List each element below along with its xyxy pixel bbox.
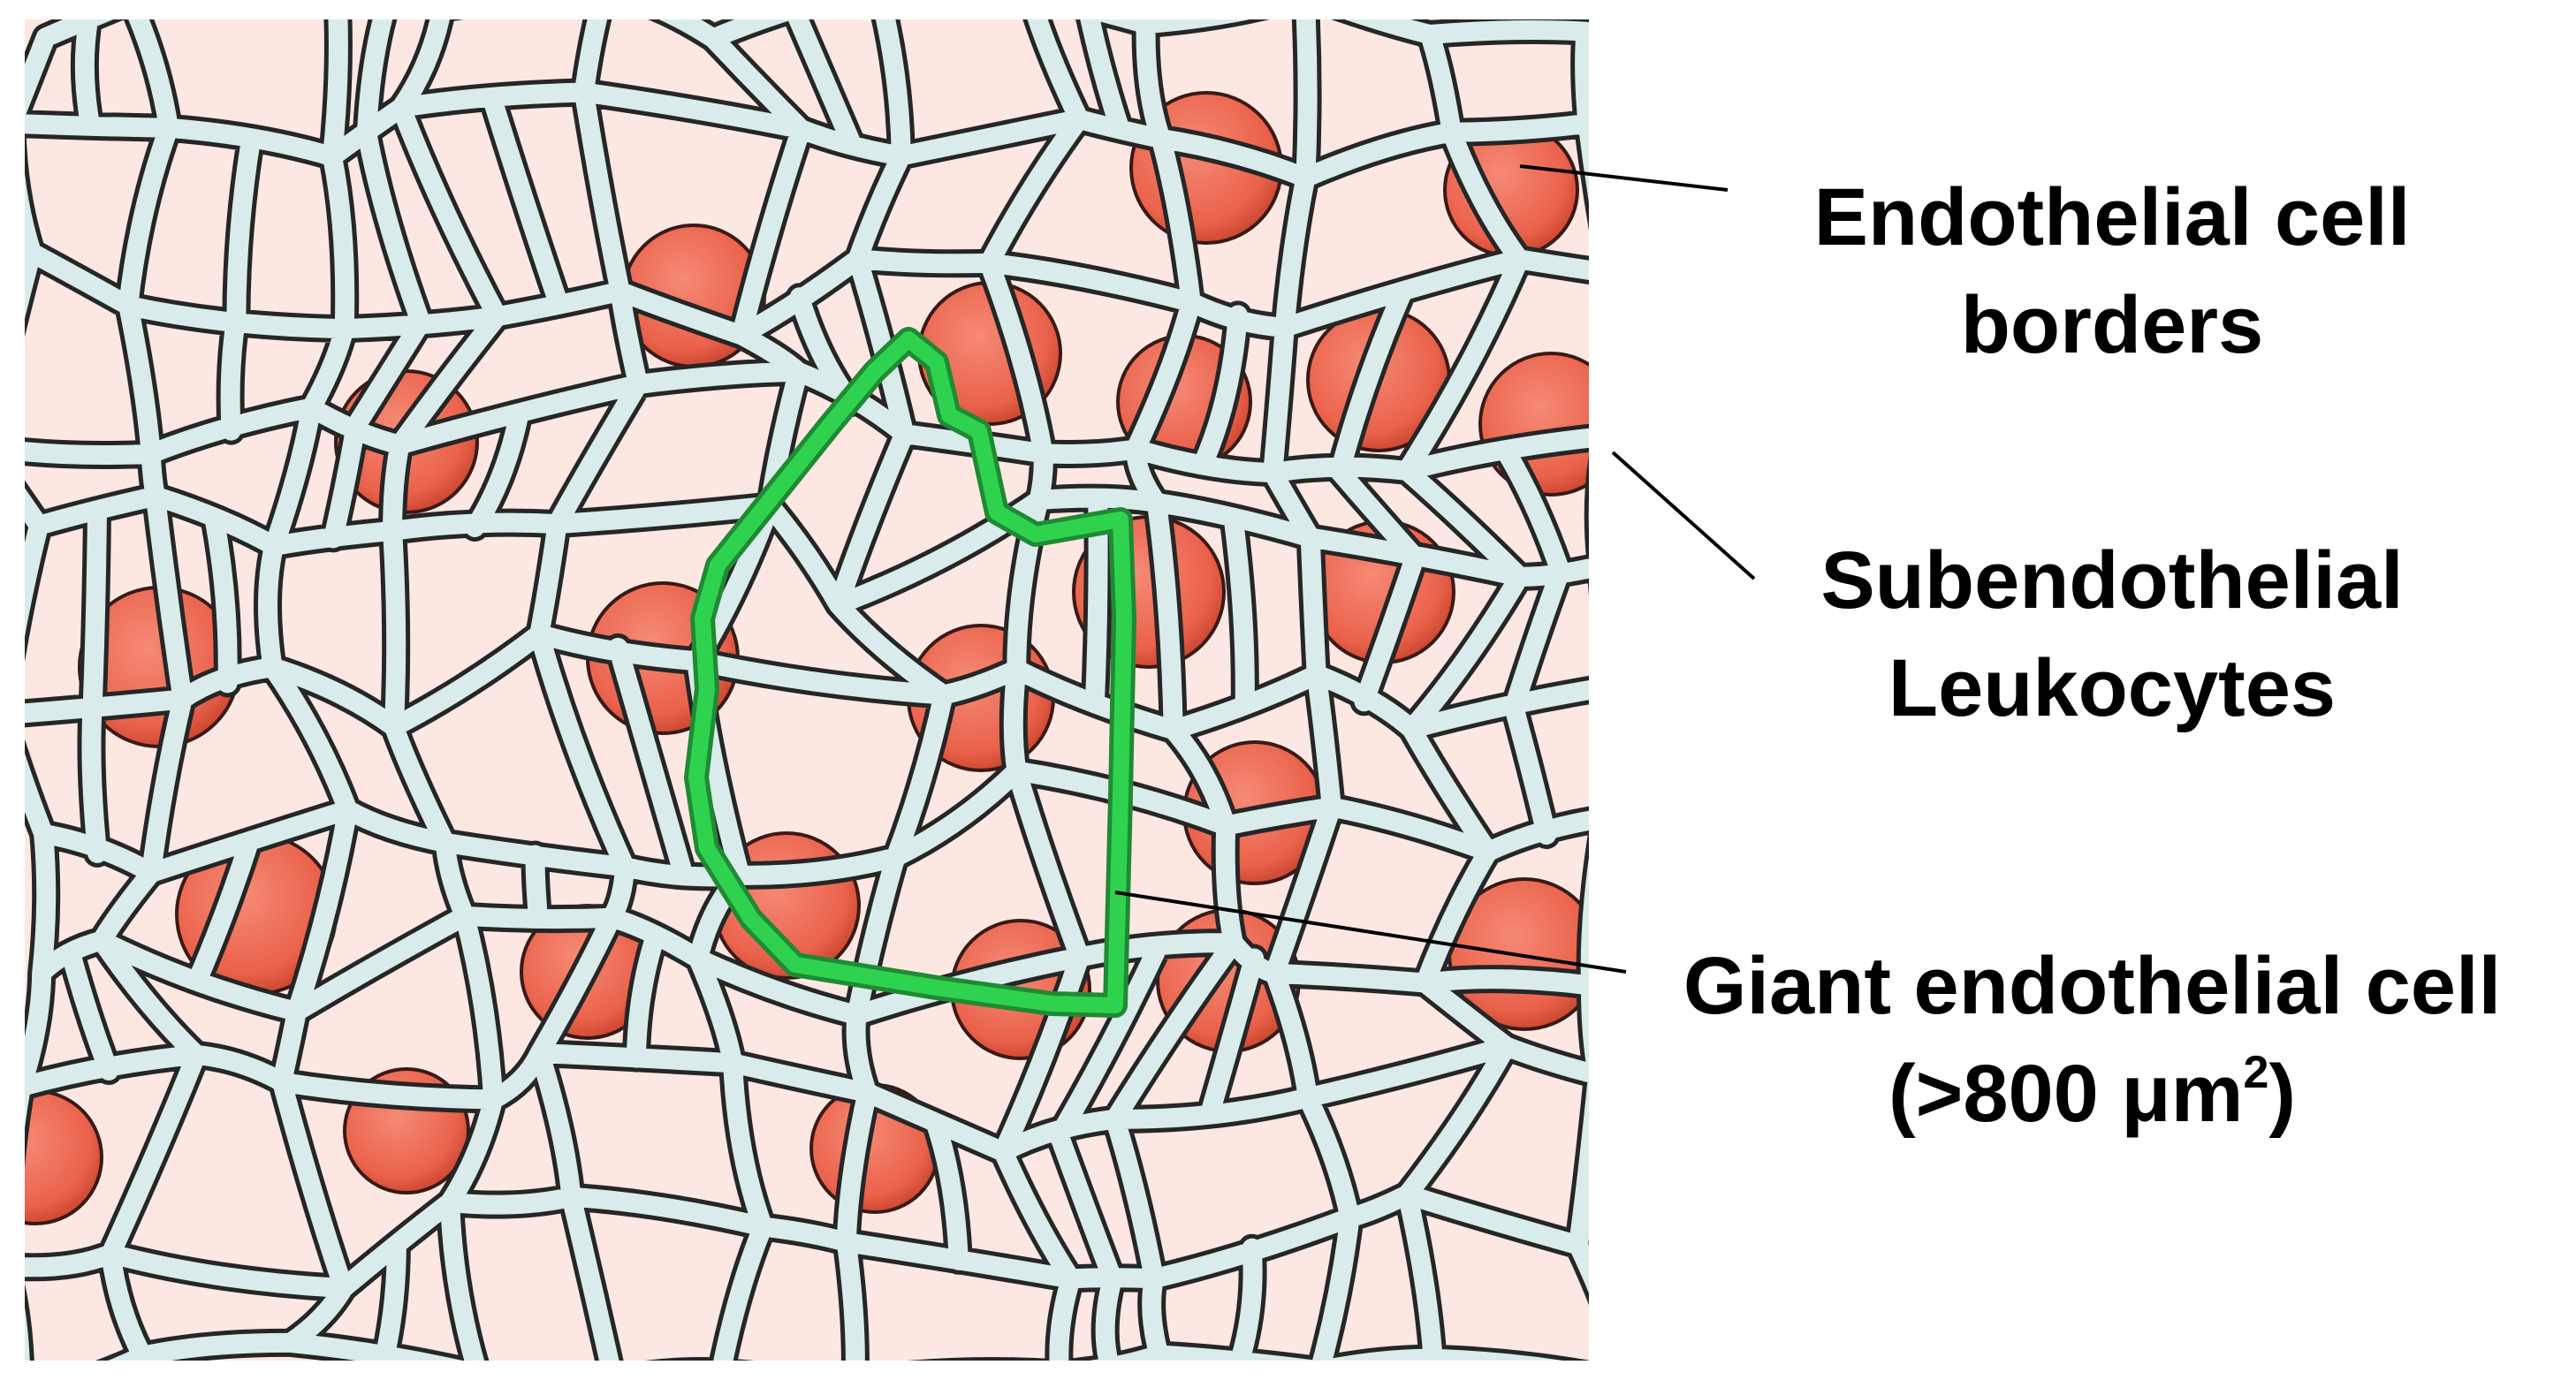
label-giant-line2-sup: 2 [2243, 1047, 2269, 1098]
leader-line-leukocytes [1611, 451, 1756, 580]
label-endothelial-cell-borders: Endothelial cell borders [1732, 163, 2492, 379]
label-giant-line1: Giant endothelial cell [1683, 941, 2502, 1031]
leader-line-giant-cell [1114, 891, 1627, 974]
leukocyte [1478, 352, 1589, 497]
label-leukocytes-line2: Leukocytes [1888, 643, 2337, 733]
label-giant-endothelial-cell: Giant endothelial cell (>800 μm2) [1617, 932, 2567, 1148]
label-giant-line2-suffix: ) [2268, 1049, 2297, 1139]
label-endothelial-line2: borders [1960, 280, 2264, 370]
cell-border-fill [25, 19, 1589, 1361]
leader-line-borders [1519, 164, 1729, 192]
label-giant-line2: (>800 μm2) [1617, 1040, 2567, 1148]
label-subendothelial-leukocytes: Subendothelial Leukocytes [1759, 527, 2466, 742]
label-giant-line2-prefix: (>800 μm [1888, 1049, 2244, 1139]
cell-border-network [25, 19, 1589, 1361]
label-leukocytes-line1: Subendothelial [1820, 535, 2404, 626]
label-endothelial-line1: Endothelial cell [1813, 172, 2411, 262]
giant-endothelial-cell-outline-highlight [688, 331, 1132, 1013]
